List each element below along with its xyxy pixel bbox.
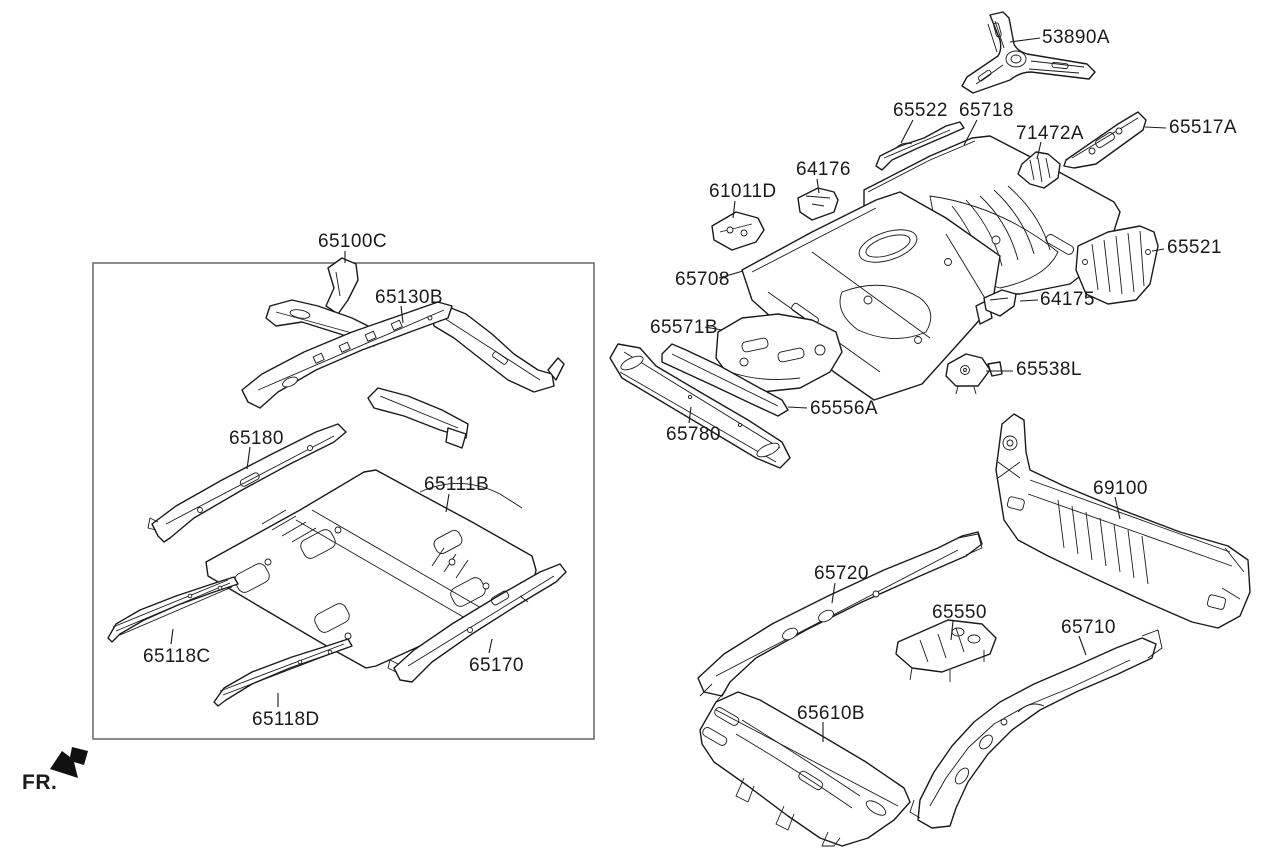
fr-direction-arrow bbox=[50, 747, 88, 778]
part-label-65118D: 65118D bbox=[252, 709, 320, 730]
part-69100-drawing bbox=[995, 413, 1251, 629]
part-label-65130B: 65130B bbox=[375, 287, 443, 308]
part-65521-drawing bbox=[1075, 225, 1159, 305]
part-label-69100: 69100 bbox=[1093, 478, 1148, 499]
part-label-65710: 65710 bbox=[1061, 617, 1116, 638]
part-label-65780: 65780 bbox=[666, 424, 721, 445]
part-65170-drawing bbox=[387, 563, 567, 683]
part-label-53890A: 53890A bbox=[1042, 27, 1110, 48]
part-65180-drawing bbox=[147, 423, 347, 543]
part-label-65708: 65708 bbox=[675, 269, 730, 290]
part-61011D-drawing bbox=[711, 211, 765, 251]
part-label-65720: 65720 bbox=[814, 563, 869, 584]
part-65550-drawing bbox=[895, 619, 997, 682]
part-label-61011D: 61011D bbox=[709, 181, 777, 202]
fr-direction-label: FR. bbox=[22, 771, 58, 794]
part-label-71472A: 71472A bbox=[1016, 123, 1084, 144]
part-65522-drawing bbox=[875, 121, 965, 171]
part-65720-drawing bbox=[697, 531, 983, 703]
part-label-65538L: 65538L bbox=[1016, 359, 1082, 380]
part-label-65517A: 65517A bbox=[1169, 117, 1237, 138]
part-65118C-drawing bbox=[107, 576, 239, 643]
part-label-65556A: 65556A bbox=[810, 398, 878, 419]
part-65780-drawing bbox=[609, 343, 791, 469]
part-label-65111B: 65111B bbox=[424, 474, 490, 495]
part-label-65571B: 65571B bbox=[650, 317, 718, 338]
part-65710-drawing bbox=[909, 629, 1163, 829]
part-label-65522: 65522 bbox=[893, 100, 948, 121]
group-box-label-65100C: 65100C bbox=[318, 231, 387, 252]
part-65130B-drawing bbox=[241, 257, 565, 449]
part-label-65118C: 65118C bbox=[143, 646, 211, 667]
part-53890A-drawing bbox=[961, 11, 1096, 94]
part-65517A-drawing bbox=[1063, 111, 1147, 169]
part-64175-drawing bbox=[975, 289, 1017, 325]
leader-lines bbox=[170, 37, 1167, 742]
part-65571B-drawing bbox=[715, 313, 843, 393]
part-71472A-drawing bbox=[1017, 151, 1061, 189]
part-label-64175: 64175 bbox=[1040, 289, 1095, 310]
part-label-65718: 65718 bbox=[959, 100, 1014, 121]
part-label-64176: 64176 bbox=[796, 159, 851, 180]
part-label-65610B: 65610B bbox=[797, 703, 865, 724]
part-label-65550: 65550 bbox=[932, 602, 987, 623]
part-65118D-drawing bbox=[213, 638, 353, 707]
part-65111B-drawing bbox=[205, 469, 537, 669]
part-65610B-drawing bbox=[699, 691, 911, 847]
part-label-65521: 65521 bbox=[1167, 237, 1222, 258]
part-65556A-drawing bbox=[661, 343, 789, 417]
part-label-65170: 65170 bbox=[469, 655, 524, 676]
part-label-65180: 65180 bbox=[229, 428, 284, 449]
part-65538L-drawing bbox=[945, 353, 1003, 395]
part-64176-drawing bbox=[797, 187, 839, 221]
